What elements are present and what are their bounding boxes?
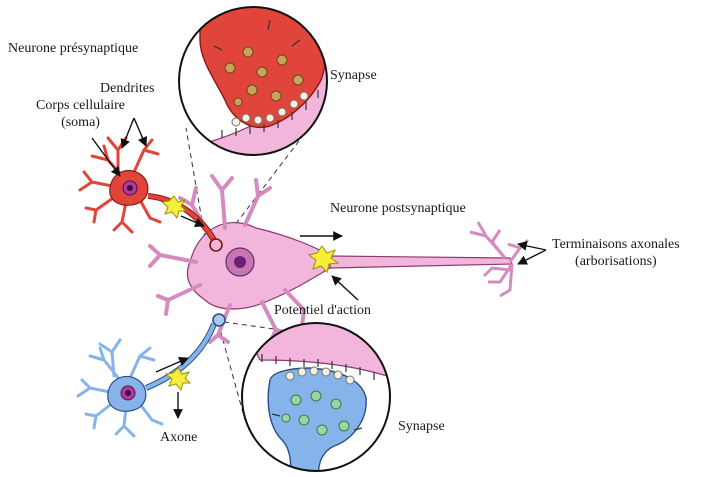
synapse-zoom-bottom [240, 320, 400, 477]
label-action-potential: Potentiel d'action [274, 302, 371, 319]
label-axon-terminals-line1: Terminaisons axonales [552, 236, 680, 253]
label-cell-body-line1: Corps cellulaire [36, 97, 125, 114]
label-presynaptic-neuron: Neurone présynaptique [8, 40, 138, 57]
label-synapse-bottom: Synapse [398, 418, 445, 435]
label-axon-terminals-line2: (arborisations) [552, 253, 680, 270]
label-synapse-top: Synapse [330, 67, 377, 84]
label-dendrites: Dendrites [100, 80, 154, 97]
synapse-zoom-top [170, 0, 340, 160]
blue-neuron [78, 314, 225, 436]
label-cell-body-line2: (soma) [36, 114, 125, 131]
label-cell-body: Corps cellulaire (soma) [36, 97, 125, 131]
label-axon-terminals: Terminaisons axonales (arborisations) [552, 236, 680, 270]
label-postsynaptic-neuron: Neurone postsynaptique [330, 200, 466, 217]
presynaptic-neuron [80, 138, 222, 251]
label-axon: Axone [160, 429, 197, 446]
